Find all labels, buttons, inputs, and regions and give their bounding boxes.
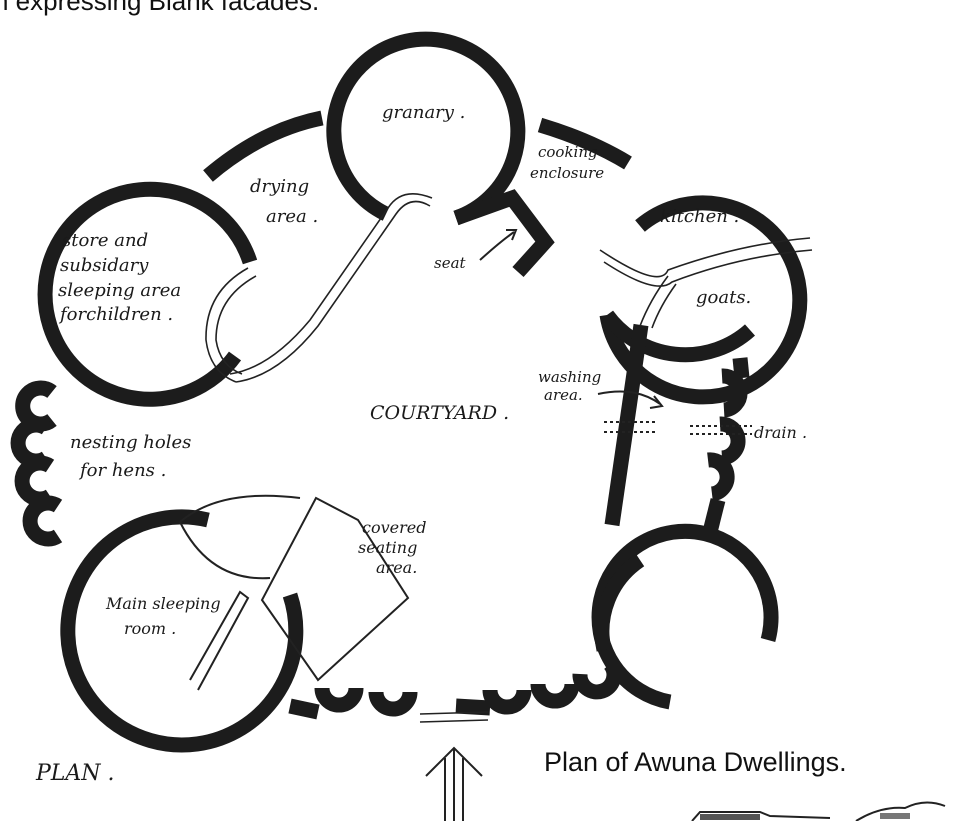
bottom-right-room bbox=[591, 523, 779, 710]
label-plan: PLAN . bbox=[35, 761, 115, 786]
label-drain: drain . bbox=[754, 423, 807, 442]
entrance-threshold bbox=[419, 711, 489, 723]
label-main-1: Main sleeping bbox=[105, 594, 221, 613]
washing-area-wall bbox=[604, 323, 649, 527]
label-seat: seat bbox=[434, 254, 467, 272]
nesting-holes-bottom bbox=[314, 659, 622, 717]
label-nesting-1: nesting holes bbox=[70, 432, 191, 453]
label-washing-1: washing bbox=[538, 368, 601, 386]
label-goats: goats. bbox=[696, 287, 751, 308]
label-granary: granary . bbox=[382, 102, 465, 123]
cooking-enclosure-wall bbox=[453, 189, 555, 278]
entrance-arrow bbox=[425, 746, 483, 821]
label-store-1: store and bbox=[62, 230, 148, 251]
thumbnail-sketch bbox=[680, 801, 952, 821]
label-covered-1: covered bbox=[362, 518, 426, 537]
drain-marks bbox=[597, 390, 752, 435]
label-store-2: subsidary bbox=[60, 255, 149, 276]
label-washing-2: area. bbox=[544, 386, 583, 404]
label-nesting-2: for hens . bbox=[78, 460, 166, 481]
label-courtyard: COURTYARD . bbox=[370, 402, 509, 424]
store-room bbox=[37, 181, 258, 407]
label-kitchen: kitchen . bbox=[660, 206, 739, 227]
label-cooking: cooking bbox=[538, 143, 598, 161]
label-store-3: sleeping area bbox=[58, 280, 181, 301]
nesting-holes-left bbox=[10, 380, 63, 547]
label-cooking-line1: cooking bbox=[538, 143, 598, 161]
nesting-holes-right bbox=[707, 368, 748, 502]
top-caption: n expressing Blank facades. bbox=[0, 0, 319, 16]
label-drying-1: drying bbox=[250, 176, 309, 197]
label-drying-2: area . bbox=[266, 206, 318, 227]
label-covered-3: area. bbox=[376, 558, 417, 577]
plan-caption: Plan of Awuna Dwellings. bbox=[544, 747, 847, 777]
kitchen-room bbox=[599, 195, 808, 405]
main-sleeping-room bbox=[60, 509, 304, 753]
label-covered-2: seating bbox=[358, 538, 417, 557]
kitchen-goat-divider bbox=[599, 237, 813, 329]
label-store-4: forchildren . bbox=[58, 304, 173, 325]
label-enclosure: enclosure bbox=[530, 164, 604, 182]
covered-seating-structure bbox=[179, 494, 410, 691]
drying-area-ramp bbox=[205, 192, 433, 383]
label-main-2: room . bbox=[124, 619, 176, 638]
granary-room bbox=[326, 31, 526, 226]
seat-pointer bbox=[479, 229, 518, 261]
connecting-walls bbox=[203, 110, 750, 720]
